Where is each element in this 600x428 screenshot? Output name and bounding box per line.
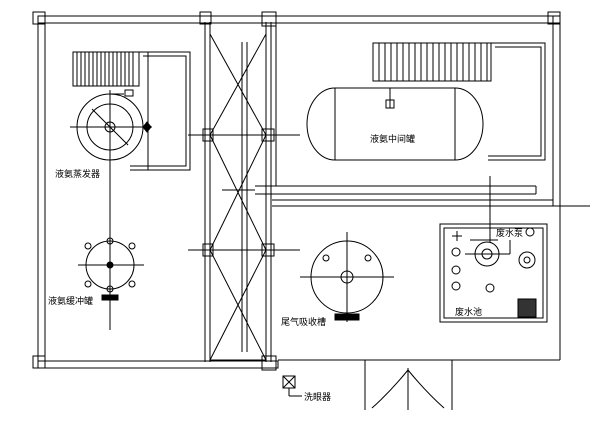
- stairs-upper-left: [72, 51, 191, 171]
- label-buffer-tank: 液氨缓冲罐: [48, 295, 93, 307]
- pipe-rack: [188, 22, 300, 362]
- ammonia-evaporator: [70, 89, 152, 164]
- label-intermediate-tank: 液氨中间罐: [370, 133, 415, 145]
- label-wastewater-pool: 废水池: [455, 306, 482, 318]
- ammonia-intermediate-tank: [306, 87, 484, 161]
- ammonia-buffer-tank: [78, 237, 144, 301]
- stairs-upper-right: [372, 42, 546, 161]
- wastewater-pool: [439, 176, 548, 323]
- eyewash-station: [282, 375, 302, 397]
- entrance-door: [364, 360, 453, 410]
- label-eyewash: 洗眼器: [304, 391, 331, 403]
- label-evaporator: 液氨蒸发器: [55, 168, 100, 180]
- label-absorption-tank: 尾气吸收槽: [281, 316, 326, 328]
- interior-partition: [222, 22, 590, 207]
- label-wastewater-pump: 废水泵: [496, 227, 523, 239]
- tail-gas-absorption-tank: [300, 232, 394, 322]
